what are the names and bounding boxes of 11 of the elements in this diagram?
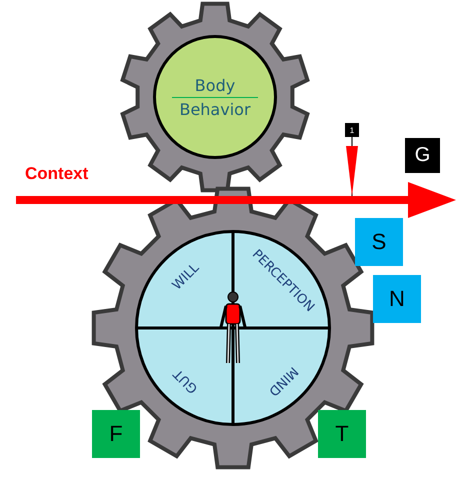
heading-text: Body (194, 76, 236, 94)
callout-number: 1 (345, 123, 359, 137)
letter-box: T (318, 410, 366, 458)
quadrant-label: GUT (170, 366, 202, 396)
body-text: Behavior (179, 100, 251, 118)
arrow-label: Context (25, 164, 88, 184)
letter-box: G (405, 138, 440, 173)
leader-arrow (346, 136, 358, 196)
letter-box: F (92, 410, 140, 458)
letter-box: S (355, 218, 403, 266)
letter-box: N (373, 275, 421, 323)
